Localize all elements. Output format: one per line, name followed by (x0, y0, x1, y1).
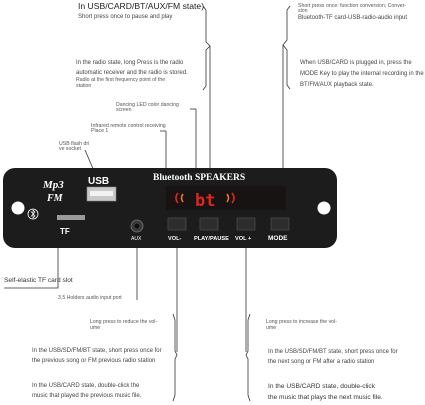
led-label-line1: Dancing LED color dancing (116, 102, 179, 108)
logo-mp3: Mp3 (42, 179, 64, 191)
vol-minus-button[interactable] (167, 217, 187, 231)
tf-leader-line (4, 232, 59, 289)
tf-slot-label: Self-elastic TF card slot (4, 277, 73, 284)
play-long-press-line3: Radio at the first frequency point of th… (76, 77, 166, 83)
bluetooth-icon (27, 208, 39, 220)
play-long-press-line1: In the radio state, long Press is the ra… (76, 60, 184, 66)
play-pause-button[interactable] (199, 217, 219, 231)
left-mount-hole (11, 201, 25, 215)
vol-plus-double-line2: the music that plays the next music file… (268, 394, 383, 401)
usb-text: USB (88, 176, 109, 187)
play-short-press-text: Short press once to pause and play (78, 14, 173, 20)
mode-usb-line1: When USB/CARD is plugged in, press the (300, 60, 412, 66)
logo-fm: FM (46, 193, 64, 204)
sound-wave-right-icon (226, 192, 235, 204)
mode-short-press-line1: Short press once: function conversion; C… (298, 3, 407, 9)
vol-minus-short-line1: In the USB/SD/FM/BT state, short press o… (32, 348, 162, 354)
vol-plus-short-line1: In the USB/SD/FM/BT state, short press o… (268, 349, 398, 355)
ir-label-line2: Place 1 (91, 128, 109, 134)
vol-minus-double-line1: In the USB/CARD state, double-click the (32, 383, 140, 389)
mode-button[interactable] (270, 217, 290, 231)
play-heading: In USB/CARD/BT/AUX/FM state) (78, 1, 205, 11)
vol-minus-long-line1: Long press to reduce the vol- (90, 319, 158, 325)
tf-card-slot (57, 215, 85, 220)
vol-minus-short-line2: the previous song or FM previous radio s… (32, 358, 156, 364)
aux-text: AUX (131, 236, 142, 242)
play-pause-label: PLAY/PAUSE (194, 236, 229, 242)
vol-minus-long-line2: ume (90, 325, 101, 331)
play-long-press-line2: automatic receiver and the radio is stor… (76, 70, 188, 76)
vol-minus-label: VOL- (168, 236, 181, 242)
vol-plus-double-line1: In the USB/CARD state, double-click (268, 383, 376, 390)
usb-label-line1: USB flash dri (59, 141, 90, 147)
mode-usb-line3: BT/FM/AUX playback state. (300, 82, 374, 88)
bluetooth-speakers-title: Bluetooth SPEAKERS (153, 173, 245, 183)
led-display-text: bt (195, 191, 215, 211)
usb-label-line2: ve socket (59, 146, 81, 152)
tf-text: TF (60, 227, 70, 236)
mode-bracket (282, 5, 291, 90)
right-mount-hole (317, 201, 331, 215)
vol-plus-long-line2: ume (266, 325, 277, 331)
aux-port-label: 3.5 Holders audio input port (58, 295, 122, 301)
sound-wave-left-icon (175, 192, 184, 204)
usb-port-tongue (90, 191, 113, 196)
led-display (166, 186, 286, 210)
vol-minus-bracket (172, 313, 178, 402)
play-long-press-line4: station (76, 83, 92, 89)
vol-plus-label: VOL + (235, 236, 252, 242)
mode-short-press-line2: sion (298, 8, 308, 14)
mode-label: MODE (268, 235, 288, 242)
vol-plus-bracket (245, 313, 251, 402)
play-bracket (202, 5, 211, 91)
mode-conversion-list: Bluetooth-TF card-USB-radio-audio input (298, 15, 408, 21)
vol-plus-button[interactable] (236, 217, 256, 231)
led-label-line2: screen (116, 107, 132, 113)
vol-minus-double-line2: music that played the previous music fil… (32, 393, 142, 399)
vol-plus-long-line1: Long press to increase the vol- (266, 319, 337, 325)
ir-label-line1: Infrared remote control receiving (91, 123, 166, 129)
mode-usb-line2: MODE Key to play the internal recording … (300, 71, 424, 77)
vol-plus-short-line2: the next song or FM after a radio statio… (268, 359, 375, 365)
